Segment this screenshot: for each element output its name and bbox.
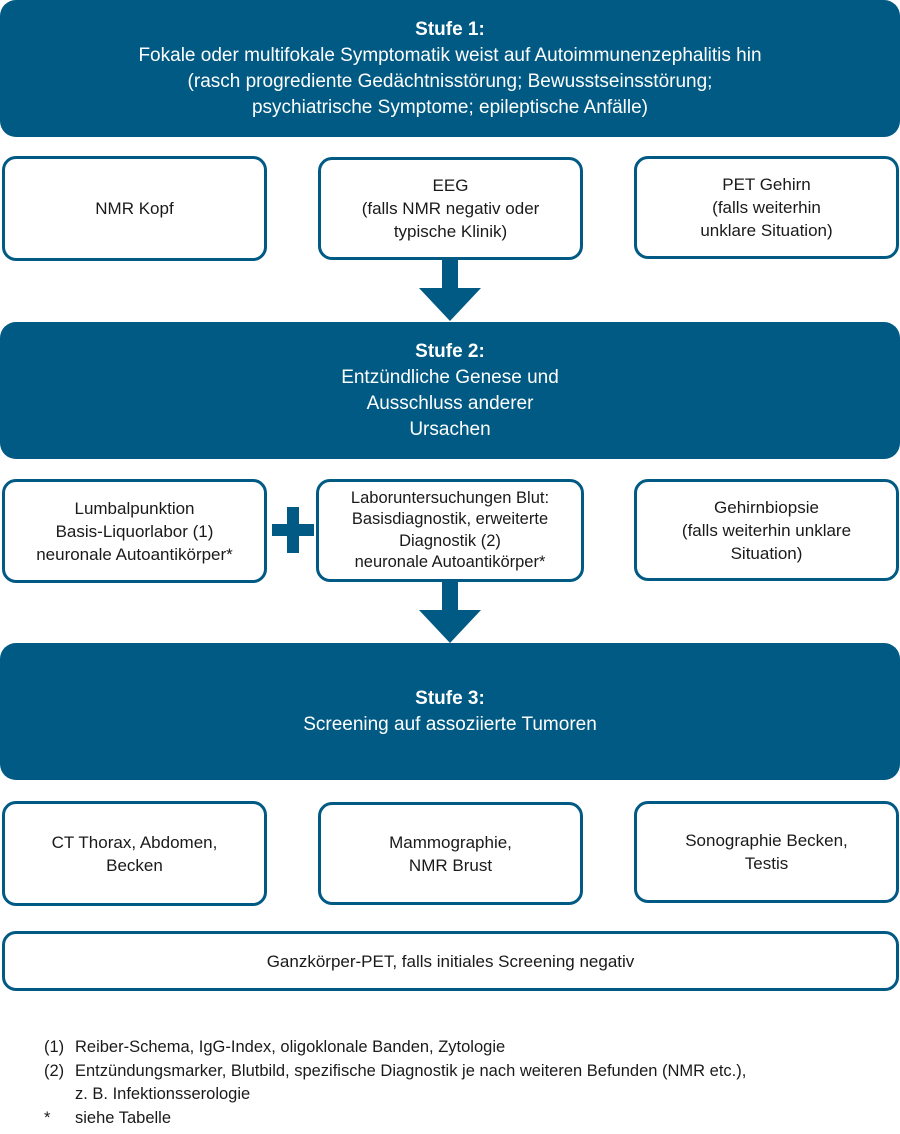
stage-1-header: Stufe 1: Fokale oder multifokale Symptom… <box>0 0 900 137</box>
stage-2-line: Entzündliche Genese und <box>341 366 559 388</box>
footnote: (2) Entzündungsmarker, Blutbild, spezifi… <box>44 1060 746 1107</box>
footnote: (1) Reiber-Schema, IgG-Index, oligoklona… <box>44 1036 746 1060</box>
footnotes: (1) Reiber-Schema, IgG-Index, oligoklona… <box>44 1036 746 1130</box>
footnote-text: Reiber-Schema, IgG-Index, oligoklonale B… <box>75 1038 506 1056</box>
stage-3-header: Stufe 3: Screening auf assoziierte Tumor… <box>0 643 900 780</box>
stage-2-title: Stufe 2: <box>415 340 485 362</box>
stage-1-title: Stufe 1: <box>415 18 485 40</box>
box-nmr-kopf: NMR Kopf <box>2 156 267 261</box>
footnote-text: Entzündungsmarker, Blutbild, spezifische… <box>75 1061 747 1104</box>
box-lumbalpunktion: Lumbalpunktion Basis-Liquorlabor (1) neu… <box>2 479 267 583</box>
box-eeg: EEG (falls NMR negativ oder typische Kli… <box>318 157 583 260</box>
box-laboruntersuchungen-blut: Laboruntersuchungen Blut: Basisdiagnosti… <box>316 479 584 582</box>
stage-1-line: (rasch progrediente Gedächtnisstörung; B… <box>187 70 713 92</box>
footnote: * siehe Tabelle <box>44 1107 746 1131</box>
box-mammographie: Mammographie, NMR Brust <box>318 802 583 905</box>
stage-2-line: Ursachen <box>409 418 491 440</box>
arrow-down-icon <box>419 582 481 643</box>
box-ganzkoerper-pet: Ganzkörper-PET, falls initiales Screenin… <box>2 931 899 991</box>
stage-1-line: psychiatrische Symptome; epileptische An… <box>251 96 649 118</box>
stage-2-line: Ausschluss anderer <box>366 392 534 414</box>
plus-icon <box>272 507 314 553</box>
stage-1-line: Fokale oder multifokale Symptomatik weis… <box>138 44 762 66</box>
footnote-text: siehe Tabelle <box>75 1108 172 1127</box>
stage-2-header: Stufe 2: Entzündliche Genese und Ausschl… <box>0 322 900 459</box>
box-ct-thorax: CT Thorax, Abdomen, Becken <box>2 801 267 906</box>
box-pet-gehirn: PET Gehirn (falls weiterhin unklare Situ… <box>634 156 899 259</box>
box-sonographie: Sonographie Becken, Testis <box>634 801 899 903</box>
arrow-down-icon <box>419 260 481 321</box>
footnote-mark: (2) <box>44 1061 65 1080</box>
footnote-mark: * <box>44 1108 51 1127</box>
stage-3-line: Screening auf assoziierte Tumoren <box>303 713 597 735</box>
footnote-mark: (1) <box>44 1038 65 1056</box>
stage-3-title: Stufe 3: <box>415 687 485 709</box>
box-gehirnbiopsie: Gehirnbiopsie (falls weiterhin unklare S… <box>634 479 899 581</box>
